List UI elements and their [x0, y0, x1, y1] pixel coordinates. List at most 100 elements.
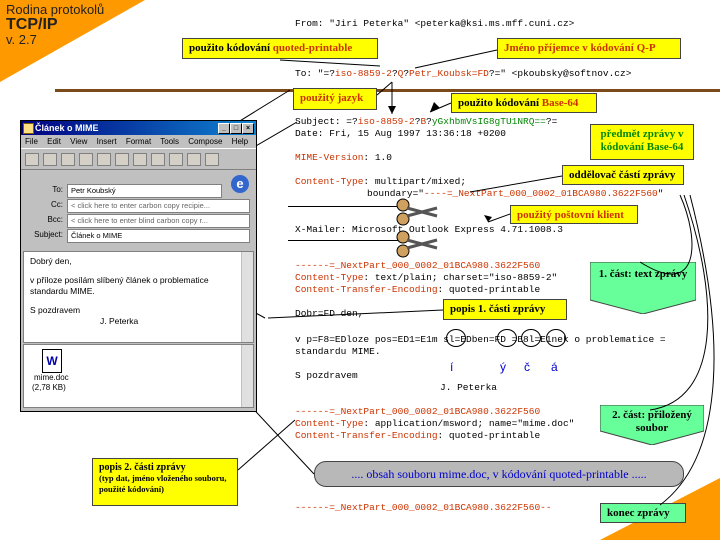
- decoded-3: č: [524, 360, 530, 374]
- subject-label: Subject:: [34, 230, 63, 239]
- corner-title: Rodina protokolů TCP/IP v. 2.7: [6, 3, 104, 47]
- menu-bar: File Edit View Insert Format Tools Compo…: [21, 135, 256, 148]
- menu-edit[interactable]: Edit: [47, 137, 61, 146]
- recipient-name-callout: Jméno příjemce v kódování Q-P: [497, 38, 681, 59]
- address-book-icon[interactable]: [133, 152, 147, 166]
- corner-line2: TCP/IP: [6, 16, 58, 33]
- body-line1: Dobr=FD den,: [295, 308, 364, 319]
- decoded-4: á: [551, 360, 558, 374]
- window-title: Článek o MIME: [35, 123, 99, 133]
- decoded-1: í: [450, 360, 454, 374]
- bcc-field[interactable]: < click here to enter blind carbon copy …: [67, 214, 250, 228]
- maximize-button[interactable]: □: [230, 123, 242, 134]
- charset-callout: použitý jazyk: [293, 88, 377, 110]
- qp-used-callout: použito kódování quoted-printable: [182, 38, 378, 59]
- part2-arrow: [600, 405, 704, 445]
- compose-window: Článek o MIME _ □ × File Edit View Inser…: [20, 120, 257, 412]
- ellipse-3: [521, 329, 541, 347]
- separator-callout: oddělovač částí zprávy: [562, 165, 684, 185]
- part2-boundary: ------=_NextPart_000_0002_01BCA980.3622F…: [295, 406, 541, 417]
- from-line: From: "Jiri Peterka" <peterka@ksi.ms.mff…: [295, 18, 575, 29]
- body-scrollbar[interactable]: [241, 252, 253, 342]
- part1-arrow: [590, 262, 696, 314]
- client-callout: použitý poštovní klient: [510, 205, 638, 224]
- priority-icon[interactable]: [169, 152, 183, 166]
- body-regards: S pozdravem: [30, 305, 81, 315]
- envelope-icon: [23, 123, 34, 134]
- part2-cte: Content-Transfer-Encoding: quoted-printa…: [295, 430, 541, 441]
- attach-icon[interactable]: [151, 152, 165, 166]
- subject-field[interactable]: Článek o MIME: [67, 229, 250, 243]
- corner-line3: v. 2.7: [6, 32, 37, 47]
- window-titlebar[interactable]: Článek o MIME _ □ ×: [21, 121, 256, 135]
- separator-line-1: [288, 206, 400, 207]
- menu-insert[interactable]: Insert: [96, 137, 117, 146]
- content-type-line: Content-Type: multipart/mixed;: [295, 176, 467, 187]
- attachment-scrollbar[interactable]: [241, 345, 253, 407]
- copy-icon[interactable]: [79, 152, 93, 166]
- cc-label: Cc:: [51, 200, 63, 209]
- end-boundary: ------=_NextPart_000_0002_01BCA980.3622F…: [295, 502, 552, 513]
- divider: [55, 89, 720, 92]
- part1-label: 1. část: text zprávy: [598, 268, 688, 280]
- check-names-icon[interactable]: [115, 152, 129, 166]
- menu-tools[interactable]: Tools: [160, 137, 179, 146]
- word-doc-icon[interactable]: W: [42, 349, 62, 373]
- part1-cte: Content-Transfer-Encoding: quoted-printa…: [295, 284, 541, 295]
- cc-field[interactable]: < click here to enter carbon copy recipi…: [67, 199, 250, 213]
- subject-line: Subject: =?iso-8859-2?B?yGxhbmVsIG8gTU1N…: [295, 116, 558, 127]
- to-field[interactable]: Petr Koubský: [67, 184, 222, 198]
- attachment-name[interactable]: mime.doc: [34, 373, 69, 382]
- corner-line1: Rodina protokolů: [6, 2, 105, 17]
- to-row: To: Petr Koubský: [25, 183, 250, 198]
- part2-content-type: Content-Type: application/msword; name="…: [295, 418, 575, 429]
- cut-icon[interactable]: [61, 152, 75, 166]
- date-line: Date: Fri, 15 Aug 1997 13:36:18 +0200: [295, 128, 506, 139]
- corner-triangle: [0, 0, 145, 82]
- menu-file[interactable]: File: [25, 137, 38, 146]
- close-button[interactable]: ×: [242, 123, 254, 134]
- part2-desc-text: (typ dat, jméno vloženého souboru, použi…: [99, 473, 227, 494]
- send-icon[interactable]: [25, 152, 39, 166]
- sign-icon[interactable]: [187, 152, 201, 166]
- bcc-row: Bcc: < click here to enter blind carbon …: [25, 213, 250, 228]
- part1-content-type: Content-Type: text/plain; charset="iso-8…: [295, 272, 558, 283]
- subject-row: Subject: Článek o MIME: [25, 228, 250, 243]
- menu-help[interactable]: Help: [231, 137, 249, 146]
- part1-boundary: ------=_NextPart_000_0002_01BCA980.3622F…: [295, 260, 541, 271]
- b64-used-callout: použito kódování Base-64: [451, 93, 597, 113]
- encrypt-icon[interactable]: [205, 152, 219, 166]
- cc-row: Cc: < click here to enter carbon copy re…: [25, 198, 250, 213]
- subject-b64-callout: předmět zprávy v kódování Base-64: [590, 124, 694, 160]
- message-body[interactable]: Dobrý den, v příloze posílám slíbený člá…: [23, 251, 254, 343]
- body-line5: J. Peterka: [440, 382, 498, 393]
- attachment-size: (2,78 KB): [32, 383, 66, 392]
- toolbar: [21, 148, 256, 170]
- ellipse-2: [497, 329, 517, 347]
- boundary-line: boundary="----=_NextPart_000_0002_01BCA9…: [367, 188, 664, 199]
- end-callout: konec zprávy: [600, 503, 686, 523]
- part2-label: 2. část: přiložený soubor: [612, 409, 692, 434]
- body-text: v příloze posílám slíbený článek o probl…: [30, 275, 209, 296]
- scissors-icon: [396, 198, 438, 226]
- separator-line-2: [288, 240, 400, 241]
- part1-desc-callout: popis 1. části zprávy: [443, 299, 567, 320]
- ie-logo-icon: e: [231, 175, 249, 193]
- menu-compose[interactable]: Compose: [188, 137, 223, 146]
- menu-format[interactable]: Format: [125, 137, 152, 146]
- menu-view[interactable]: View: [70, 137, 88, 146]
- minimize-button[interactable]: _: [218, 123, 230, 134]
- paste-icon[interactable]: [97, 152, 111, 166]
- scissors-icon-2: [396, 230, 438, 258]
- undo-icon[interactable]: [43, 152, 57, 166]
- decoded-2: ý: [500, 360, 506, 374]
- file-content-bubble: .... obsah souboru mime.doc, v kódování …: [314, 461, 684, 487]
- body-line3: standardu MIME.: [295, 346, 381, 357]
- mailer-line: X-Mailer: Microsoft Outlook Express 4.71…: [295, 224, 563, 235]
- part2-desc-callout: popis 2. části zprávy (typ dat, jméno vl…: [92, 458, 238, 506]
- to-label: To:: [52, 185, 63, 194]
- mime-version-line: MIME-Version: 1.0: [295, 152, 392, 163]
- ellipse-1: [446, 329, 466, 347]
- ellipse-4: [546, 329, 566, 347]
- to-line: To: "=?iso-8859-2?Q?Petr_Koubsk=FD?=" <p…: [295, 68, 632, 79]
